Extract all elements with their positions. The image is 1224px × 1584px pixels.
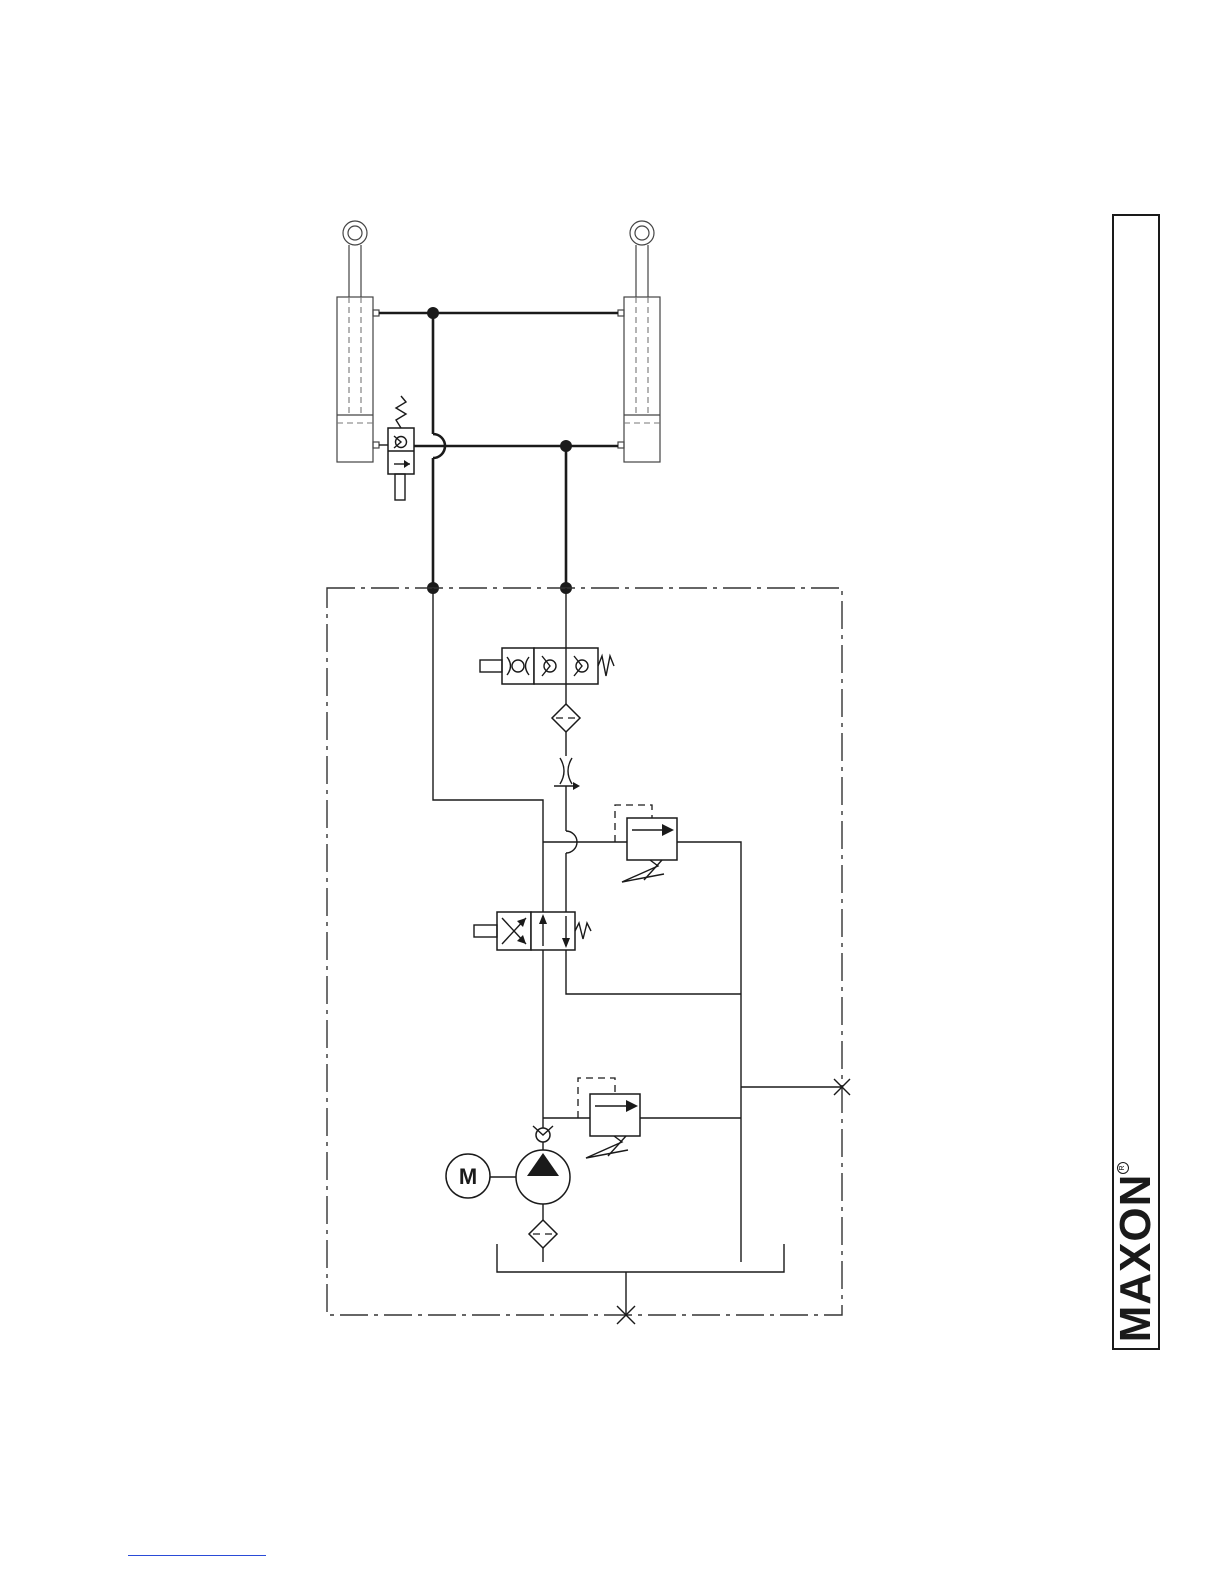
pump-check-valve [533, 1126, 553, 1150]
cylinder-lines [379, 313, 618, 588]
right-cylinder [618, 221, 660, 462]
registered-mark: R [1117, 1162, 1129, 1174]
junction-dots [427, 307, 572, 594]
suction-strainer [529, 1220, 557, 1248]
footer-rule [128, 1555, 266, 1556]
upper-relief-valve [615, 805, 677, 882]
left-cylinder [337, 221, 379, 462]
motor-label: M [459, 1164, 477, 1189]
flow-restrictor [554, 758, 580, 790]
power-unit-boundary [327, 588, 842, 1315]
maxon-logo: MAXON [1114, 1174, 1158, 1343]
hydraulic-pump [490, 1150, 570, 1204]
lowering-solenoid-valve [480, 648, 614, 684]
inline-filter [552, 704, 580, 732]
electric-motor: M [446, 1154, 490, 1198]
cylinder-lock-valve [388, 396, 414, 500]
directional-solenoid-valve [474, 912, 591, 950]
